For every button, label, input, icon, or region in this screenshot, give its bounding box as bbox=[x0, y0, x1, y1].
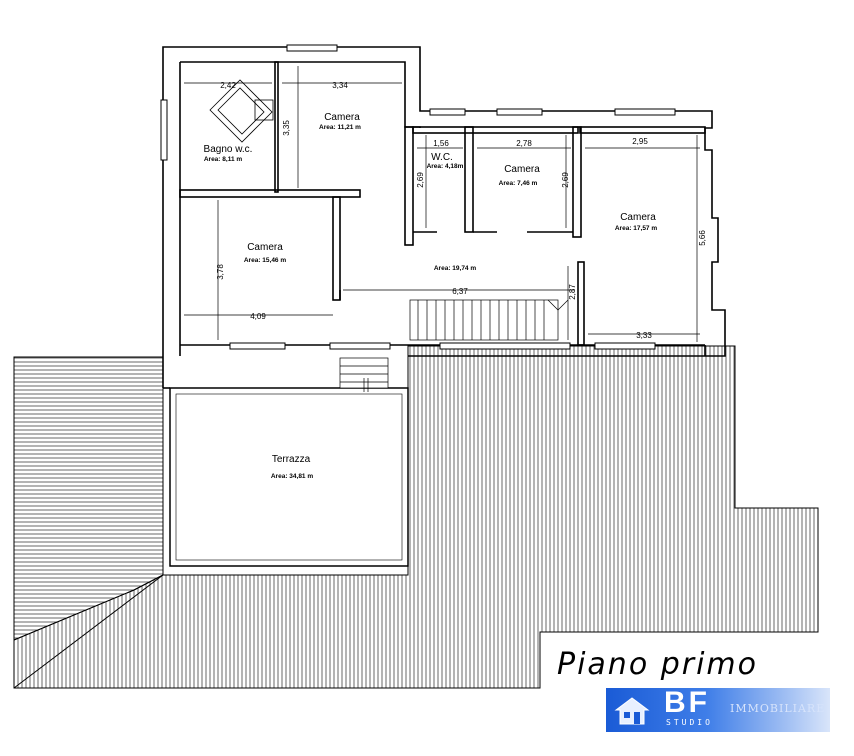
room-bagno: Bagno w.c. Area: 8,11 m bbox=[204, 144, 253, 163]
svg-text:2,87: 2,87 bbox=[568, 284, 577, 300]
studio-logo: BF STUDIO IMMOBILIARE bbox=[606, 688, 830, 732]
interior-walls bbox=[179, 61, 706, 346]
dimension-lines bbox=[184, 66, 700, 342]
svg-text:2,95: 2,95 bbox=[632, 137, 648, 146]
room-wc: W.C. Area: 4,18m bbox=[427, 152, 464, 170]
svg-text:2,69: 2,69 bbox=[561, 172, 570, 188]
svg-text:1,56: 1,56 bbox=[433, 139, 449, 148]
svg-text:3,34: 3,34 bbox=[332, 81, 348, 90]
logo-sub: STUDIO bbox=[666, 718, 713, 727]
svg-text:Camera: Camera bbox=[504, 164, 540, 175]
svg-text:Area: 34,81 m: Area: 34,81 m bbox=[271, 473, 313, 480]
title-backdrop bbox=[548, 640, 820, 686]
svg-text:Camera: Camera bbox=[247, 242, 283, 253]
svg-text:Area: 19,74 m: Area: 19,74 m bbox=[434, 265, 476, 272]
svg-text:Area: 8,11 m: Area: 8,11 m bbox=[204, 156, 243, 163]
room-disimpegno: Area: 19,74 m bbox=[434, 265, 476, 272]
svg-text:Camera: Camera bbox=[324, 112, 360, 123]
room-camera-3: Camera Area: 17,57 m bbox=[615, 212, 657, 232]
svg-text:5,66: 5,66 bbox=[698, 230, 707, 246]
logo-brand: BF bbox=[664, 688, 710, 719]
staircase bbox=[339, 299, 569, 392]
svg-text:Terrazza: Terrazza bbox=[272, 454, 311, 465]
logo-tagline: IMMOBILIARE bbox=[730, 702, 826, 715]
svg-text:2,42: 2,42 bbox=[220, 81, 236, 90]
room-camera-1: Camera Area: 11,21 m bbox=[319, 112, 361, 131]
svg-text:4,09: 4,09 bbox=[250, 312, 266, 321]
svg-text:3,33: 3,33 bbox=[636, 331, 652, 340]
roof-hatching bbox=[13, 345, 819, 689]
svg-text:Area: 15,46 m: Area: 15,46 m bbox=[244, 257, 286, 264]
svg-text:3,78: 3,78 bbox=[216, 264, 225, 280]
floor-title: Piano primo bbox=[557, 647, 758, 682]
svg-text:Area: 4,18m: Area: 4,18m bbox=[427, 163, 464, 170]
svg-text:2,69: 2,69 bbox=[416, 172, 425, 188]
windows bbox=[160, 44, 676, 350]
svg-text:Area: 17,57 m: Area: 17,57 m bbox=[615, 225, 657, 232]
room-terrazza: Terrazza Area: 34,81 m bbox=[271, 454, 313, 480]
svg-text:Camera: Camera bbox=[620, 212, 656, 223]
bathroom-fixtures bbox=[209, 79, 274, 143]
svg-text:Bagno w.c.: Bagno w.c. bbox=[204, 144, 253, 155]
svg-text:6,37: 6,37 bbox=[452, 287, 468, 296]
terrace bbox=[169, 387, 409, 567]
house-icon bbox=[614, 697, 650, 725]
dimension-labels: 2,42 3,34 3,35 1,56 2,78 2,95 2,69 2,69 … bbox=[216, 81, 707, 340]
room-camera-2: Camera Area: 7,46 m bbox=[499, 164, 541, 187]
svg-text:Area: 11,21 m: Area: 11,21 m bbox=[319, 124, 361, 131]
svg-text:2,78: 2,78 bbox=[516, 139, 532, 148]
svg-text:Area: 7,46 m: Area: 7,46 m bbox=[499, 180, 538, 187]
svg-text:3,35: 3,35 bbox=[282, 120, 291, 136]
svg-text:W.C.: W.C. bbox=[431, 152, 453, 163]
room-camera-4: Camera Area: 15,46 m bbox=[244, 242, 286, 264]
